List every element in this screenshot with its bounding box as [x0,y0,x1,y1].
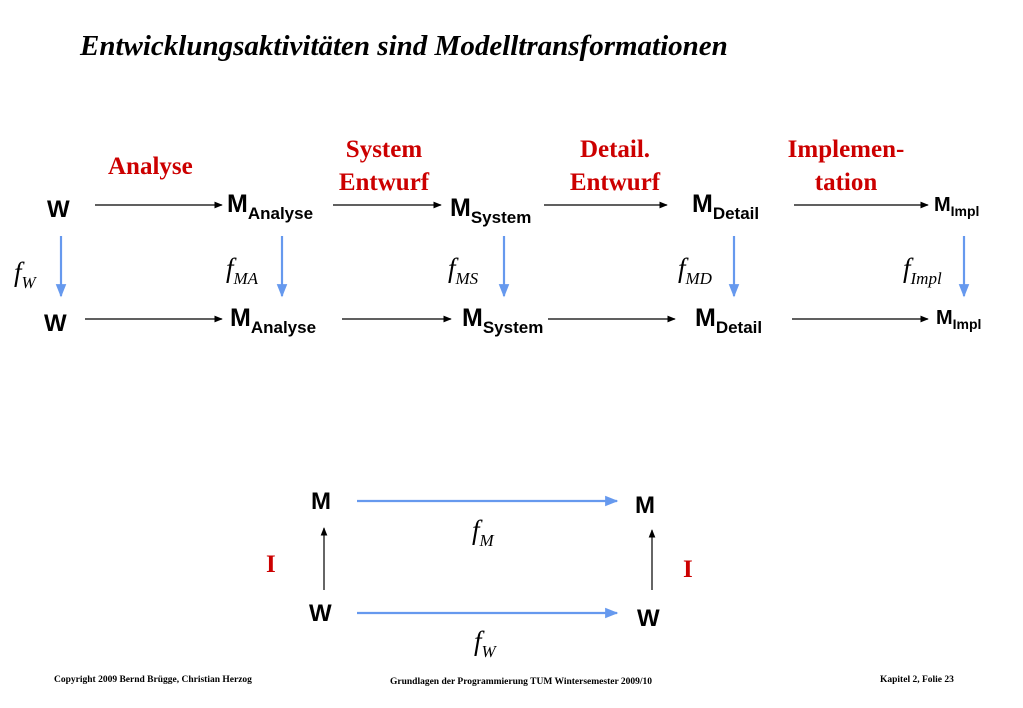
footer-course: Grundlagen der Programmierung TUM Winter… [390,677,653,687]
bottom-model-system-sub: System [482,318,544,337]
stage-detail-entwurf: Detail. Entwurf [556,133,674,199]
mapping-fw: fW [14,257,36,292]
top-model-detail-sub: Detail [712,204,760,223]
mapping-fimpl-sub: Impl [910,269,942,288]
mapping-fw-f: f [14,257,22,287]
stage-impl-line-1: Implemen- [787,136,905,163]
mapping-fma-sub: MA [233,269,259,288]
top-model-system: MSystem [450,194,531,227]
comm-interpretation-right: I [683,556,693,583]
bottom-model-detail: MDetail [695,304,762,337]
top-model-detail: MDetail [692,190,759,223]
comm-mapping-fm-sub: M [479,531,494,550]
comm-world-right: W [637,605,660,632]
mapping-fimpl: fImpl [903,253,942,288]
comm-mapping-fw: fW [474,626,496,661]
stage-system-line-1: System [345,136,423,163]
bottom-model-impl-sub: Impl [952,316,982,332]
bottom-model-impl-letter: M [936,307,953,329]
bottom-model-detail-letter: M [695,304,716,332]
top-model-analyse-letter: M [227,190,248,218]
stage-analyse-line-1: Analyse [108,153,193,180]
top-model-analyse: MAnalyse [227,190,313,223]
top-model-system-sub: System [470,208,532,227]
mapping-fmd-sub: MD [685,269,712,288]
comm-interpretation-left: I [266,551,276,578]
top-model-impl-sub: Impl [950,203,980,219]
mapping-fw-sub: W [21,273,36,292]
comm-model-right: M [635,492,655,519]
top-model-analyse-sub: Analyse [247,204,314,223]
mapping-fms-f: f [448,253,456,283]
stage-impl-line-2: tation [814,169,878,196]
stage-system-line-2: Entwurf [338,169,430,196]
mapping-fms-sub: MS [455,269,479,288]
stage-detail-line-2: Entwurf [569,169,661,196]
footer-slide-number: Kapitel 2, Folie 23 [880,675,954,685]
top-world-node: W [47,196,70,223]
comm-mapping-fw-f: f [474,626,482,656]
mapping-fmd-f: f [678,253,686,283]
mapping-fma: fMA [226,253,258,288]
stage-analyse: Analyse [108,150,193,183]
bottom-model-impl: MImpl [936,307,982,332]
mapping-fmd: fMD [678,253,712,288]
bottom-model-analyse-sub: Analyse [250,318,317,337]
bottom-model-system-letter: M [462,304,483,332]
mapping-fimpl-f: f [903,253,911,283]
mapping-fms: fMS [448,253,478,288]
comm-mapping-fm-f: f [472,515,480,545]
comm-mapping-fw-sub: W [481,642,496,661]
bottom-model-detail-sub: Detail [715,318,763,337]
bottom-model-analyse: MAnalyse [230,304,316,337]
footer-copyright: Copyright 2009 Bernd Brügge, Christian H… [54,675,252,685]
top-model-detail-letter: M [692,190,713,218]
stage-system-entwurf: System Entwurf [328,133,440,199]
top-model-system-letter: M [450,194,471,222]
comm-world-left: W [309,600,332,627]
bottom-model-analyse-letter: M [230,304,251,332]
comm-model-left: M [311,488,331,515]
bottom-model-system: MSystem [462,304,543,337]
stage-detail-line-1: Detail. [579,136,651,163]
stage-implementation: Implemen- tation [768,133,924,199]
mapping-fma-f: f [226,253,234,283]
slide-title: Entwicklungsaktivitäten sind Modelltrans… [80,30,728,62]
top-model-impl-letter: M [934,194,951,216]
top-model-impl: MImpl [934,194,980,219]
comm-mapping-fm: fM [472,515,494,550]
bottom-world-node: W [44,310,67,337]
